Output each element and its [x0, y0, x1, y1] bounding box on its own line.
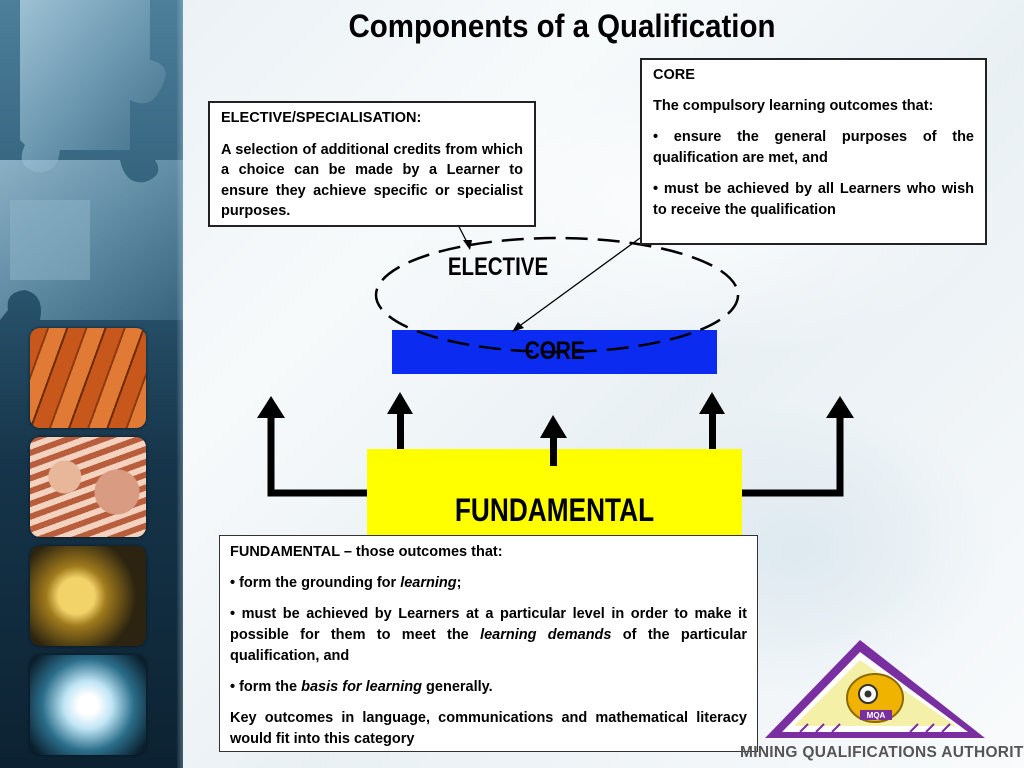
- text-run: generally.: [422, 679, 493, 695]
- fundamental-bullet: • must be achieved by Learners at a part…: [230, 604, 747, 667]
- gold-ore-thumbnail: [30, 546, 146, 646]
- core-pointer-line: [513, 237, 641, 331]
- fundamental-definition-box: FUNDAMENTAL – those outcomes that: • for…: [219, 535, 758, 752]
- emphasis-text: learning demands: [480, 627, 612, 643]
- puzzle-pieces-image: [0, 0, 183, 320]
- core-heading: CORE: [653, 67, 695, 83]
- fundamental-heading: FUNDAMENTAL – those outcomes that:: [230, 544, 503, 560]
- core-definition-box: CORE The compulsory learning outcomes th…: [640, 58, 987, 245]
- elective-definition-box: ELECTIVE/SPECIALISATION: A selection of …: [208, 101, 536, 227]
- slide-title: Components of a Qualification: [348, 8, 776, 44]
- outer-left-arrowhead: [257, 396, 285, 418]
- text-run: • must be achieved by Learners at a part…: [230, 606, 747, 643]
- diamond-thumbnail: [30, 655, 146, 755]
- elective-label: ELECTIVE: [447, 253, 549, 281]
- elective-pointer-arrowhead: [463, 240, 472, 250]
- organization-name: MINING QUALIFICATIONS AUTHORITY: [740, 744, 1024, 761]
- text-run: of the particular qualification, and: [230, 627, 747, 664]
- outer-left-arrow: [267, 418, 367, 497]
- text-run: • form the: [230, 679, 302, 695]
- outer-right-arrowhead: [826, 396, 854, 418]
- mqa-logo: MQA: [765, 640, 985, 738]
- logo-badge-text: MQA: [867, 711, 886, 720]
- emphasis-text: learning: [400, 575, 457, 591]
- panel-edge: [177, 0, 183, 768]
- core-bullet: • must be achieved by all Learners who w…: [653, 181, 974, 218]
- outer-right-arrow: [742, 418, 844, 497]
- inner-left-arrow-shaft: [397, 412, 404, 449]
- text-run: ;: [456, 575, 462, 591]
- emphasis-text: basis for learning: [301, 679, 423, 695]
- elective-heading: ELECTIVE/SPECIALISATION:: [221, 110, 422, 126]
- elective-body: A selection of additional credits from w…: [221, 141, 523, 220]
- bricks-thumbnail: [30, 328, 146, 428]
- inner-right-arrowhead: [699, 392, 725, 414]
- text-run: • form the grounding for: [230, 575, 401, 591]
- fundamental-bullet: • form the basis for learning generally.: [230, 677, 747, 698]
- center-arrowhead: [540, 415, 567, 438]
- fundamental-bullet: • form the grounding for learning;: [230, 573, 747, 594]
- decorative-side-panel: [0, 0, 183, 768]
- core-bar-label: CORE: [524, 337, 585, 365]
- inner-left-arrowhead: [387, 392, 413, 414]
- core-bullet: • ensure the general purposes of the qua…: [653, 129, 974, 166]
- fundamental-bar-label: FUNDAMENTAL: [454, 492, 655, 528]
- inner-right-arrow-shaft: [709, 412, 716, 449]
- pottery-thumbnail: [30, 437, 146, 537]
- core-intro: The compulsory learning outcomes that:: [653, 97, 934, 114]
- fundamental-footer: Key outcomes in language, communications…: [230, 710, 747, 747]
